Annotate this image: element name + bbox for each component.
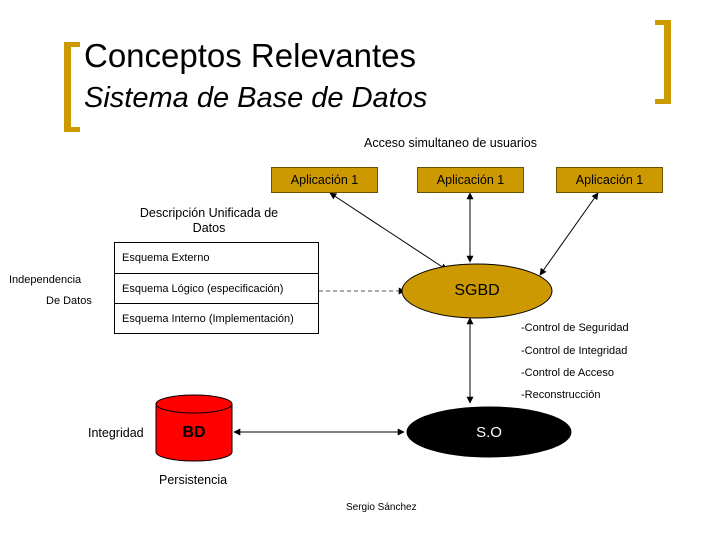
unified-description-label: Descripción Unificada de Datos <box>114 206 304 236</box>
schema-stack: Esquema Externo Esquema Lógico (especifi… <box>114 242 319 334</box>
right-bracket-icon <box>655 20 671 104</box>
schema-internal: Esquema Interno (Implementación) <box>115 303 318 333</box>
unified-description-line1: Descripción Unificada de <box>139 206 279 220</box>
integrity-label: Integridad <box>88 426 144 440</box>
control-security: -Control de Seguridad <box>521 322 629 334</box>
app-box-1: Aplicación 1 <box>271 167 378 193</box>
arrow-app1-sgbd <box>329 192 448 271</box>
so-ellipse <box>406 406 572 458</box>
app-box-3: Aplicación 1 <box>556 167 663 193</box>
sgbd-ellipse <box>401 263 553 319</box>
page-subtitle: Sistema de Base de Datos <box>84 82 428 114</box>
control-reconstruction: -Reconstrucción <box>521 389 601 401</box>
control-access: -Control de Acceso <box>521 367 614 379</box>
bd-label: BD <box>182 424 206 441</box>
author-footer: Sergio Sánchez <box>346 502 417 513</box>
persistence-label: Persistencia <box>159 473 228 487</box>
schema-external: Esquema Externo <box>122 252 210 264</box>
concurrent-access-label: Acceso simultaneo de usuarios <box>364 136 538 150</box>
sgbd-label: SGBD <box>454 282 500 299</box>
so-label: S.O <box>476 423 502 441</box>
left-bracket-icon <box>64 42 80 132</box>
app-box-2: Aplicación 1 <box>417 167 524 193</box>
unified-description-line2: Datos <box>192 221 226 235</box>
arrow-app3-sgbd <box>539 192 599 276</box>
database-cylinder-icon <box>155 394 233 462</box>
page-title: Conceptos Relevantes <box>84 37 417 74</box>
independence-label-line2: De Datos <box>46 295 92 307</box>
independence-label-line1: Independencia <box>9 274 82 286</box>
control-integrity: -Control de Integridad <box>521 345 628 357</box>
schema-logical: Esquema Lógico (especificación) <box>115 273 318 303</box>
